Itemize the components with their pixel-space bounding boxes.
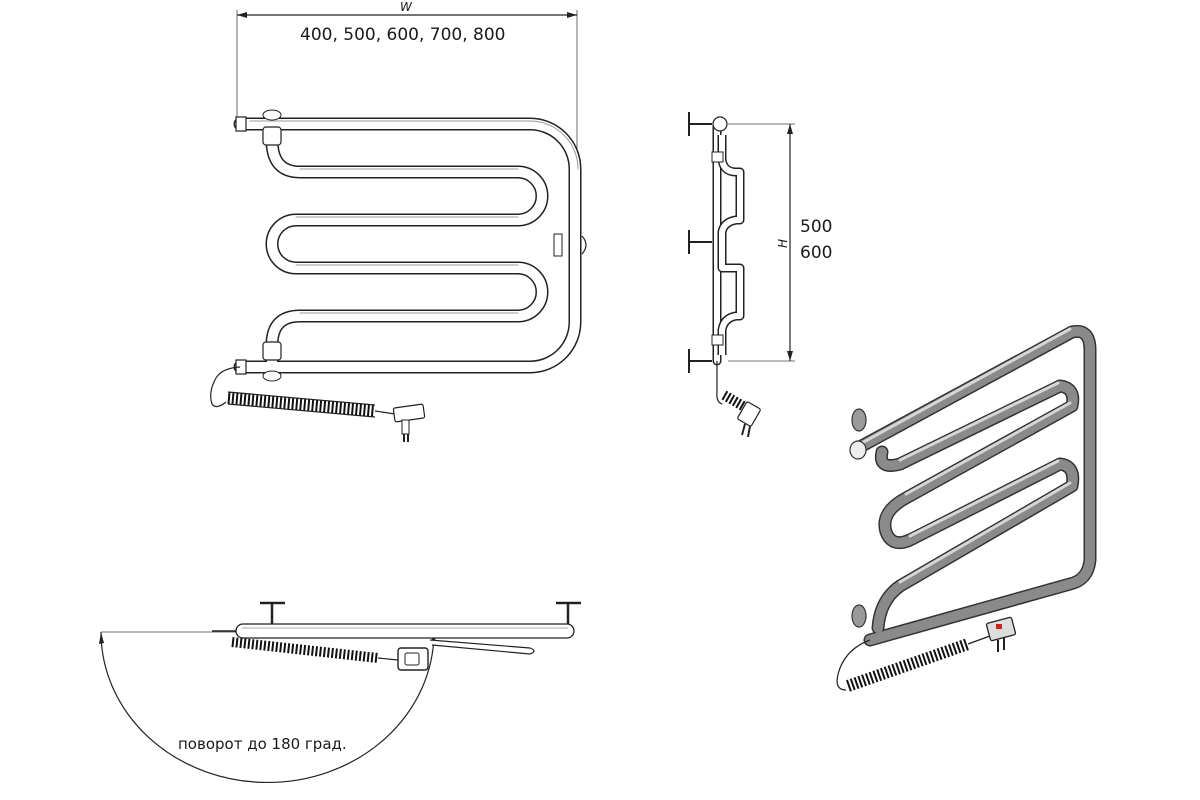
height-value-1: 500 — [800, 217, 832, 237]
width-dimension: W 400, 500, 600, 700, 800 — [236, 0, 578, 150]
isometric-view — [836, 324, 1097, 692]
top-cable — [231, 637, 429, 671]
iso-cable — [836, 616, 1017, 692]
rotation-arc: поворот до 180 град. — [99, 631, 436, 783]
iso-flange-bottom — [851, 604, 867, 628]
side-wall-brackets — [688, 112, 712, 373]
rotation-note: поворот до 180 град. — [178, 735, 347, 753]
top-view: поворот до 180 град. — [99, 601, 581, 783]
side-cable — [716, 361, 761, 438]
top-wall-mounts — [260, 601, 581, 624]
height-value-2: 600 — [800, 243, 832, 263]
height-symbol: H — [776, 239, 790, 248]
front-view: W 400, 500, 600, 700, 800 — [210, 0, 587, 442]
iso-flange-top — [851, 408, 867, 432]
width-symbol: W — [400, 0, 413, 14]
height-dimension: H 500 600 — [728, 123, 832, 362]
side-view: H 500 600 — [688, 112, 832, 438]
indicator-light — [996, 624, 1002, 629]
iso-pipe — [849, 324, 1097, 647]
front-pipe — [233, 109, 587, 382]
top-pipe — [212, 623, 575, 655]
side-pipe — [711, 116, 745, 366]
front-cable — [210, 366, 426, 442]
width-values: 400, 500, 600, 700, 800 — [300, 25, 505, 45]
